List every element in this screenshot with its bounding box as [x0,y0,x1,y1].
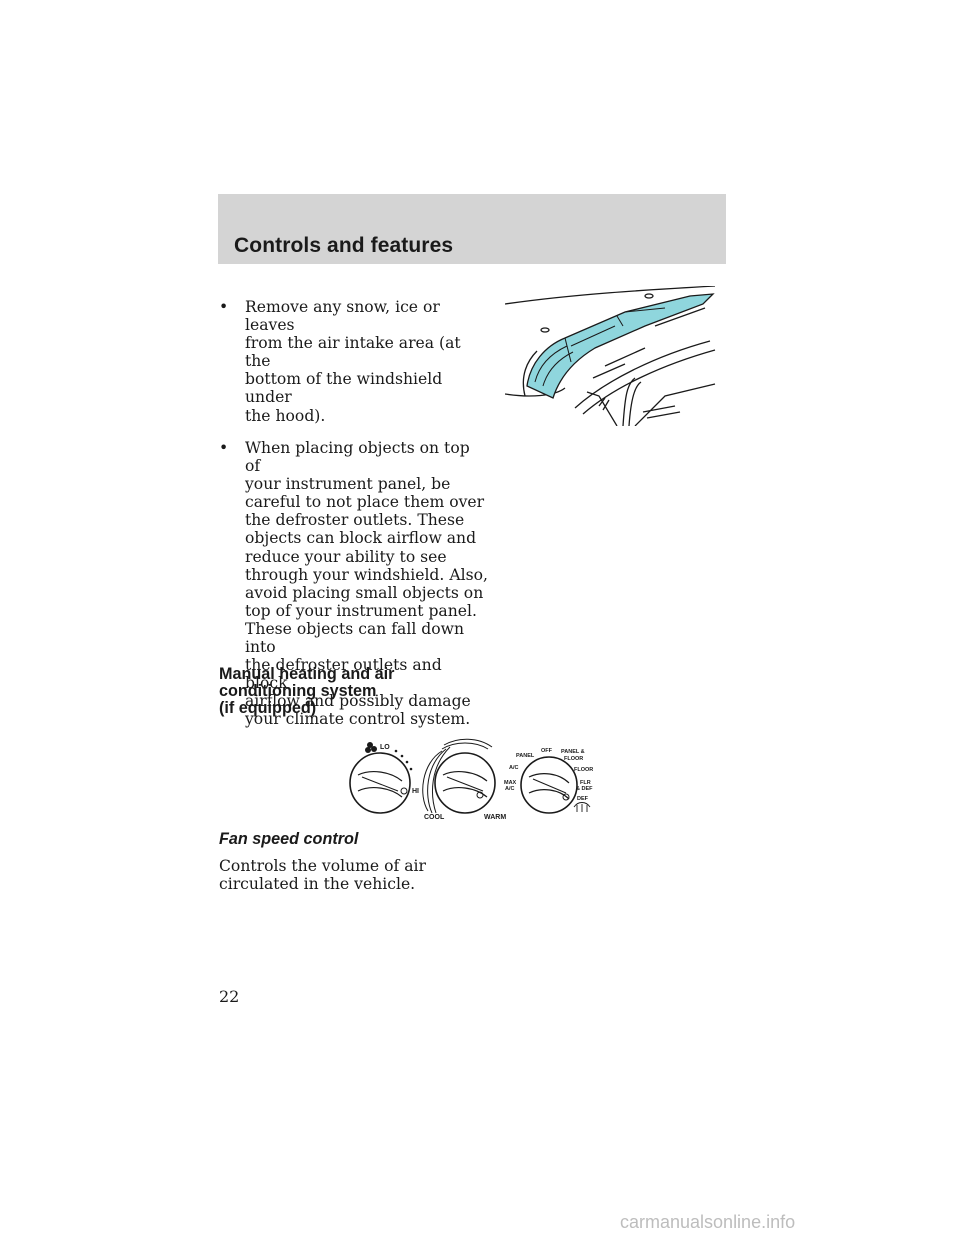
mode-off-label: OFF [541,748,553,754]
fan-lo-label: LO [380,744,390,751]
page-number: 22 [219,987,240,1006]
mode-panel-label: PANEL [516,753,535,759]
bullet-text: When placing objects on top of your inst… [245,439,488,729]
fan-hi-label: HI [412,788,419,795]
fan-speed-dots [394,749,413,771]
temp-cool-label: COOL [424,814,445,821]
section-title: Controls and features [234,234,454,257]
mode-knob [520,756,578,814]
footer-watermark: carmanualsonline.info [620,1212,796,1232]
bullet-icon: • [219,439,229,457]
mode-panel-floor-label-2: FLOOR [564,756,583,762]
climate-control-panel-illustration: LO HI COOL WARM PANEL OFF PANEL & FLOOR … [349,738,593,821]
fan-speed-heading: Fan speed control [219,830,359,848]
list-item: • When placing objects on top of your in… [219,439,489,729]
mode-max-ac-label: MAX [504,780,517,786]
mode-def-label: DEF [577,796,589,802]
fan-icon [365,742,377,753]
mode-flr-def-label-2: & DEF [576,786,593,792]
section-heading: Manual heating and air conditioning syst… [219,665,395,718]
mode-panel-floor-label: PANEL & [561,749,585,755]
list-item: • Remove any snow, ice or leaves from th… [219,298,489,425]
temp-warm-label: WARM [484,814,506,821]
section-header-band: Controls and features [218,194,726,264]
windshield-air-intake-illustration [505,286,716,426]
defrost-icon [573,802,591,812]
bullet-text: Remove any snow, ice or leaves from the … [245,298,461,425]
bullet-icon: • [219,298,229,316]
mode-max-ac-label-2: A/C [505,786,515,792]
temperature-knob [422,738,496,814]
fan-speed-knob [349,752,411,814]
mode-ac-label: A/C [509,765,519,771]
mode-flr-def-label: FLR [580,780,591,786]
fan-speed-description: Controls the volume of air circulated in… [219,857,426,894]
mode-floor-label: FLOOR [574,767,593,773]
